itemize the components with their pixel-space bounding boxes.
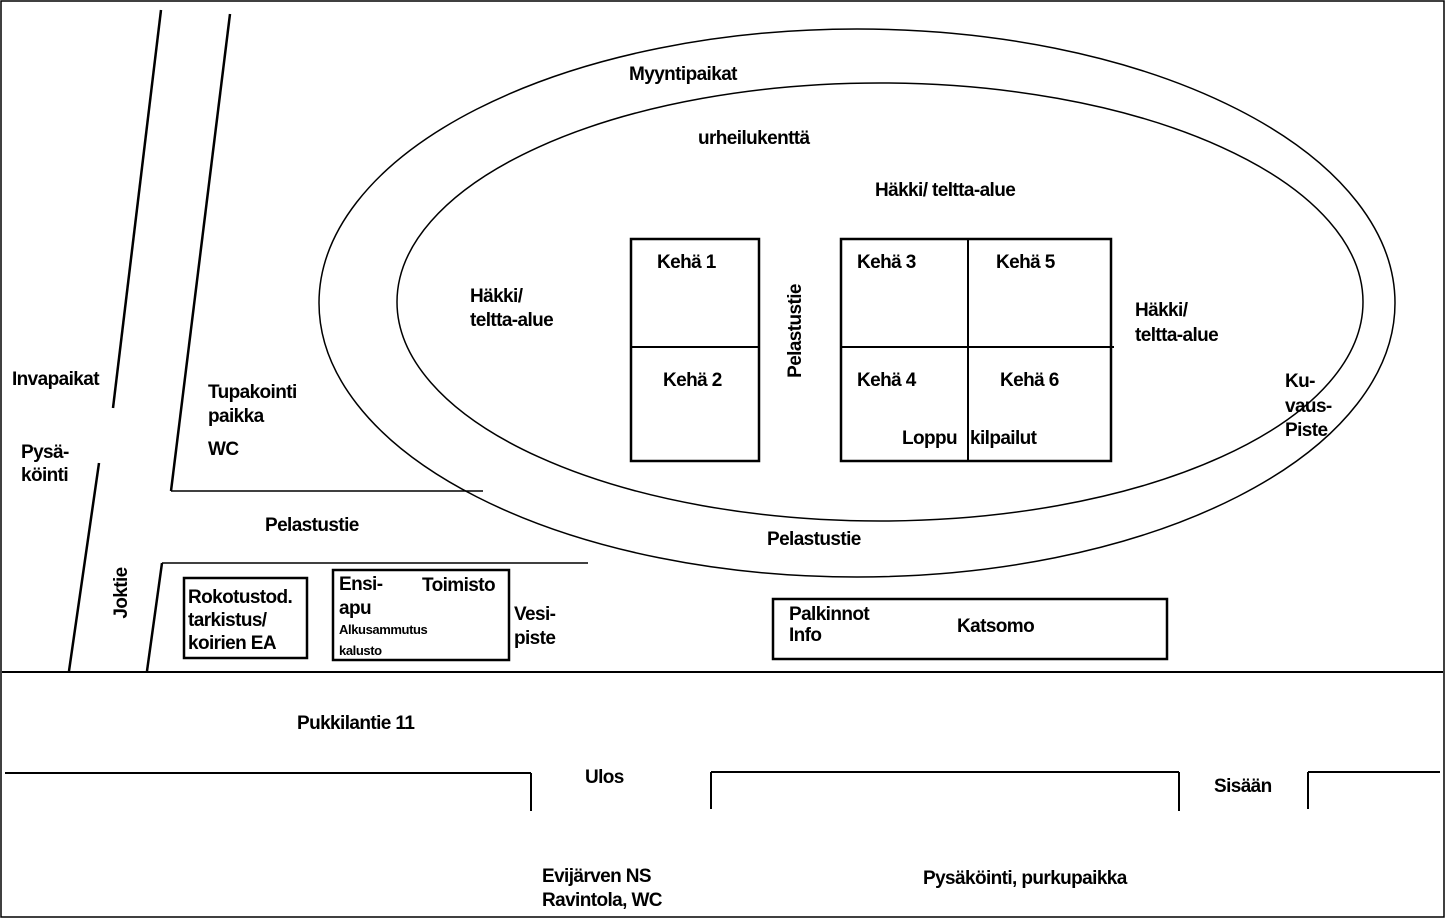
rescue-road-center-label: Pelastustie [767, 529, 861, 550]
parking-unloading-label: Pysäköinti, purkupaikka [923, 868, 1127, 889]
kennel-tent-area-left-label-2: teltta-alue [470, 310, 554, 331]
road-joktie-label: Joktie [111, 567, 132, 619]
info-label: Info [789, 625, 822, 646]
street-address-label: Pukkilantie 11 [297, 713, 415, 734]
rescue-road-left-label: Pelastustie [265, 515, 359, 536]
vaccination-label-3: koirien EA [188, 633, 277, 654]
photo-point-label-1: Ku- [1285, 371, 1315, 392]
road-line-2 [169, 13, 232, 492]
fire-equipment-label-2: kalusto [339, 643, 382, 658]
first-aid-label-1: Ensi- [339, 574, 383, 595]
sports-field-oval [396, 82, 1364, 522]
ring-3-label: Kehä 3 [857, 252, 916, 273]
kennel-tent-area-right-label-1: Häkki/ [1135, 300, 1188, 321]
smoking-area-label-2: paikka [208, 406, 264, 427]
photo-point-label-3: Piste [1285, 420, 1328, 441]
road-line-4 [145, 562, 164, 672]
prizes-label: Palkinnot [789, 604, 870, 625]
road-line-1 [111, 9, 163, 409]
water-point-label-1: Vesi- [514, 604, 556, 625]
fire-equipment-label-1: Alkusammutus [339, 622, 428, 637]
outer-track-oval [318, 28, 1396, 578]
ring-2-label: Kehä 2 [663, 370, 722, 391]
sports-field-label: urheilukenttä [698, 128, 810, 149]
office-label: Toimisto [422, 575, 496, 596]
sales-area-label: Myyntipaikat [629, 64, 737, 85]
prizes-stand-box [771, 597, 1169, 661]
ring-5-label: Kehä 5 [996, 252, 1055, 273]
spectator-area-label: Katsomo [957, 616, 1035, 637]
ring-4-label: Kehä 4 [857, 370, 916, 391]
water-point-label-2: piste [514, 628, 556, 649]
kennel-tent-area-right-label-2: teltta-alue [1135, 325, 1219, 346]
vaccination-box [182, 576, 309, 660]
ring-1-2-box [629, 237, 761, 463]
rescue-road-vertical-label: Pelastustie [785, 284, 806, 378]
ring-3-6-box [839, 237, 1113, 463]
road-line-3 [67, 462, 101, 672]
parking-label-2: köinti [21, 465, 69, 486]
smoking-area-label-1: Tupakointi [208, 382, 297, 403]
ring-1-label: Kehä 1 [657, 252, 716, 273]
disabled-parking-label: Invapaikat [12, 369, 100, 390]
finals-label-1: Loppu [902, 428, 958, 449]
finals-label-2: kilpailut [970, 428, 1037, 449]
restaurant-label-2: Ravintola, WC [542, 890, 663, 911]
restaurant-label-1: Evijärven NS [542, 866, 652, 887]
vaccination-label-1: Rokotustod. [188, 587, 293, 608]
exit-label: Ulos [585, 767, 624, 788]
wc-label: WC [208, 439, 239, 460]
kennel-tent-area-left-label-1: Häkki/ [470, 286, 523, 307]
entrance-label: Sisään [1214, 776, 1272, 797]
first-aid-label-2: apu [339, 598, 372, 619]
vaccination-label-2: tarkistus/ [188, 610, 267, 631]
parking-label-1: Pysä- [21, 442, 69, 463]
photo-point-label-2: vaus- [1285, 396, 1332, 417]
first-aid-office-box [331, 568, 511, 662]
ring-6-label: Kehä 6 [1000, 370, 1059, 391]
kennel-tent-area-top-label: Häkki/ teltta-alue [875, 180, 1016, 201]
